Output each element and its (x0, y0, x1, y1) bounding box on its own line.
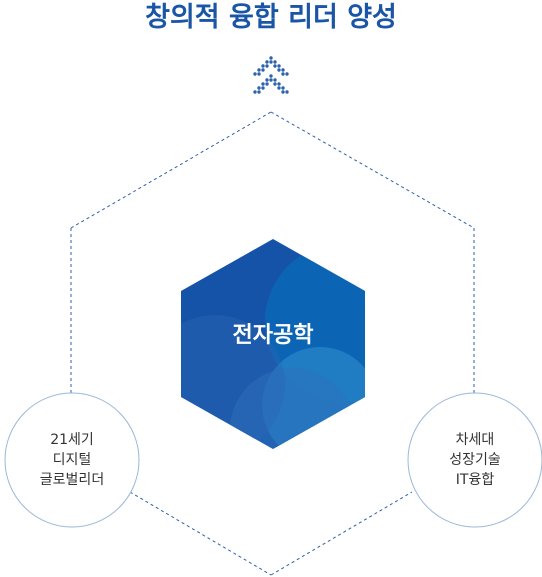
double-chevron-up-icon (253, 56, 289, 94)
left-node-label: 21세기 디지털 글로벌리더 (7, 430, 137, 490)
left-node-line: 21세기 (50, 432, 94, 448)
page-title: 창의적 융합 리더 양성 (145, 2, 397, 33)
right-node-line: 성장기술 (449, 452, 501, 468)
right-node-label: 차세대 성장기술 IT융합 (410, 430, 540, 490)
left-node-line: 글로벌리더 (39, 472, 105, 488)
right-circle-node (407, 392, 542, 528)
outer-hexagon-dotted (70, 111, 475, 576)
right-node-line: 차세대 (455, 432, 495, 448)
center-label: 전자공학 (232, 323, 314, 348)
left-node-line: 디지털 (52, 452, 92, 468)
left-circle-node (4, 392, 140, 528)
right-node-line: IT융합 (455, 472, 495, 488)
center-hexagon (181, 239, 365, 449)
